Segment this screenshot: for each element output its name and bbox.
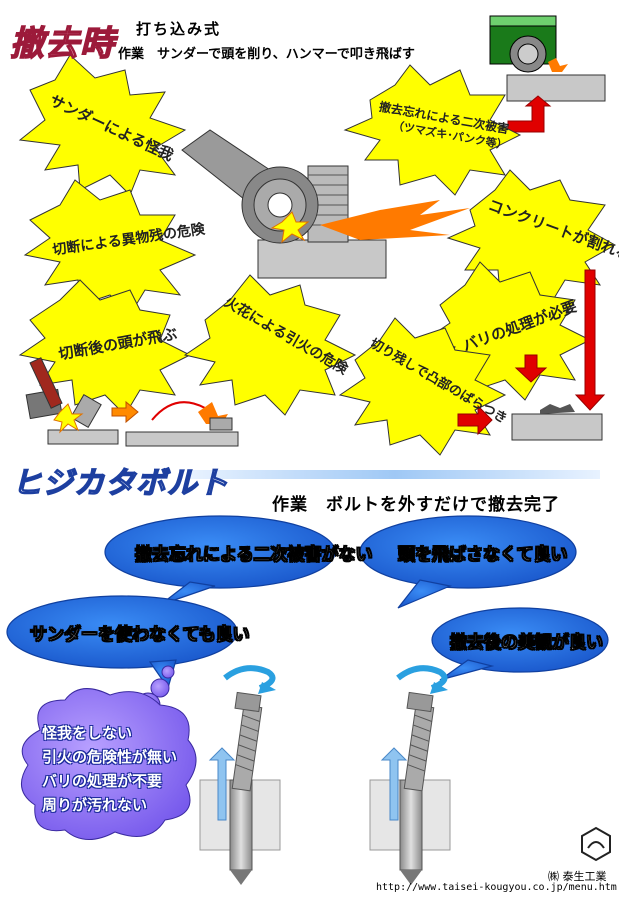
bubble-label-no-sander: サンダーを使わなくても良い bbox=[30, 625, 250, 646]
cloud-line-no-burr: バリの処理が不要 bbox=[42, 772, 163, 790]
grinder-cutting-scene bbox=[181, 129, 470, 279]
section2-title: ヒジカタボルト bbox=[11, 465, 229, 501]
cloud-line-no-fire: 引火の危険性が無い bbox=[42, 748, 178, 766]
company-logo-icon bbox=[581, 826, 611, 862]
company-name: ㈱ 泰生工業 bbox=[548, 870, 607, 883]
thought-cloud bbox=[20, 665, 197, 840]
section-divider bbox=[190, 470, 600, 479]
red-arrows bbox=[457, 269, 606, 436]
debris-icon bbox=[540, 404, 575, 414]
bubble-label-no-secondary-damage: 撤去忘れによる二次被害がない bbox=[135, 545, 373, 566]
grinder-machine-icon bbox=[489, 15, 606, 102]
burst-shapes bbox=[18, 54, 617, 456]
section2-task: 作業 ボルトを外すだけで撤去完了 bbox=[272, 495, 560, 515]
concrete-block bbox=[511, 413, 603, 441]
bubble-label-no-head-flying: 頭を飛ばさなくて良い bbox=[398, 545, 568, 566]
bolt-left-scene bbox=[199, 665, 281, 885]
section1-title: 撤去時 bbox=[9, 23, 115, 64]
section1-subtitle: 打ち込み式 bbox=[136, 20, 222, 38]
red-arrow-icon bbox=[507, 95, 552, 133]
bolt-right-scene bbox=[369, 665, 451, 885]
company-url-link[interactable]: http://www.taisei-kougyou.co.jp/menu.htm bbox=[376, 882, 617, 893]
hammer-scene bbox=[25, 357, 239, 447]
section1-task: 作業 サンダーで頭を削り、ハンマーで叩き飛ばす bbox=[118, 47, 415, 62]
cloud-line-no-injury: 怪我をしない bbox=[42, 724, 133, 742]
speech-bubbles bbox=[6, 515, 609, 690]
cloud-line-no-mess: 周りが汚れない bbox=[42, 796, 148, 814]
bubble-label-clean-finish: 撤去後の美観が良い bbox=[450, 633, 604, 654]
